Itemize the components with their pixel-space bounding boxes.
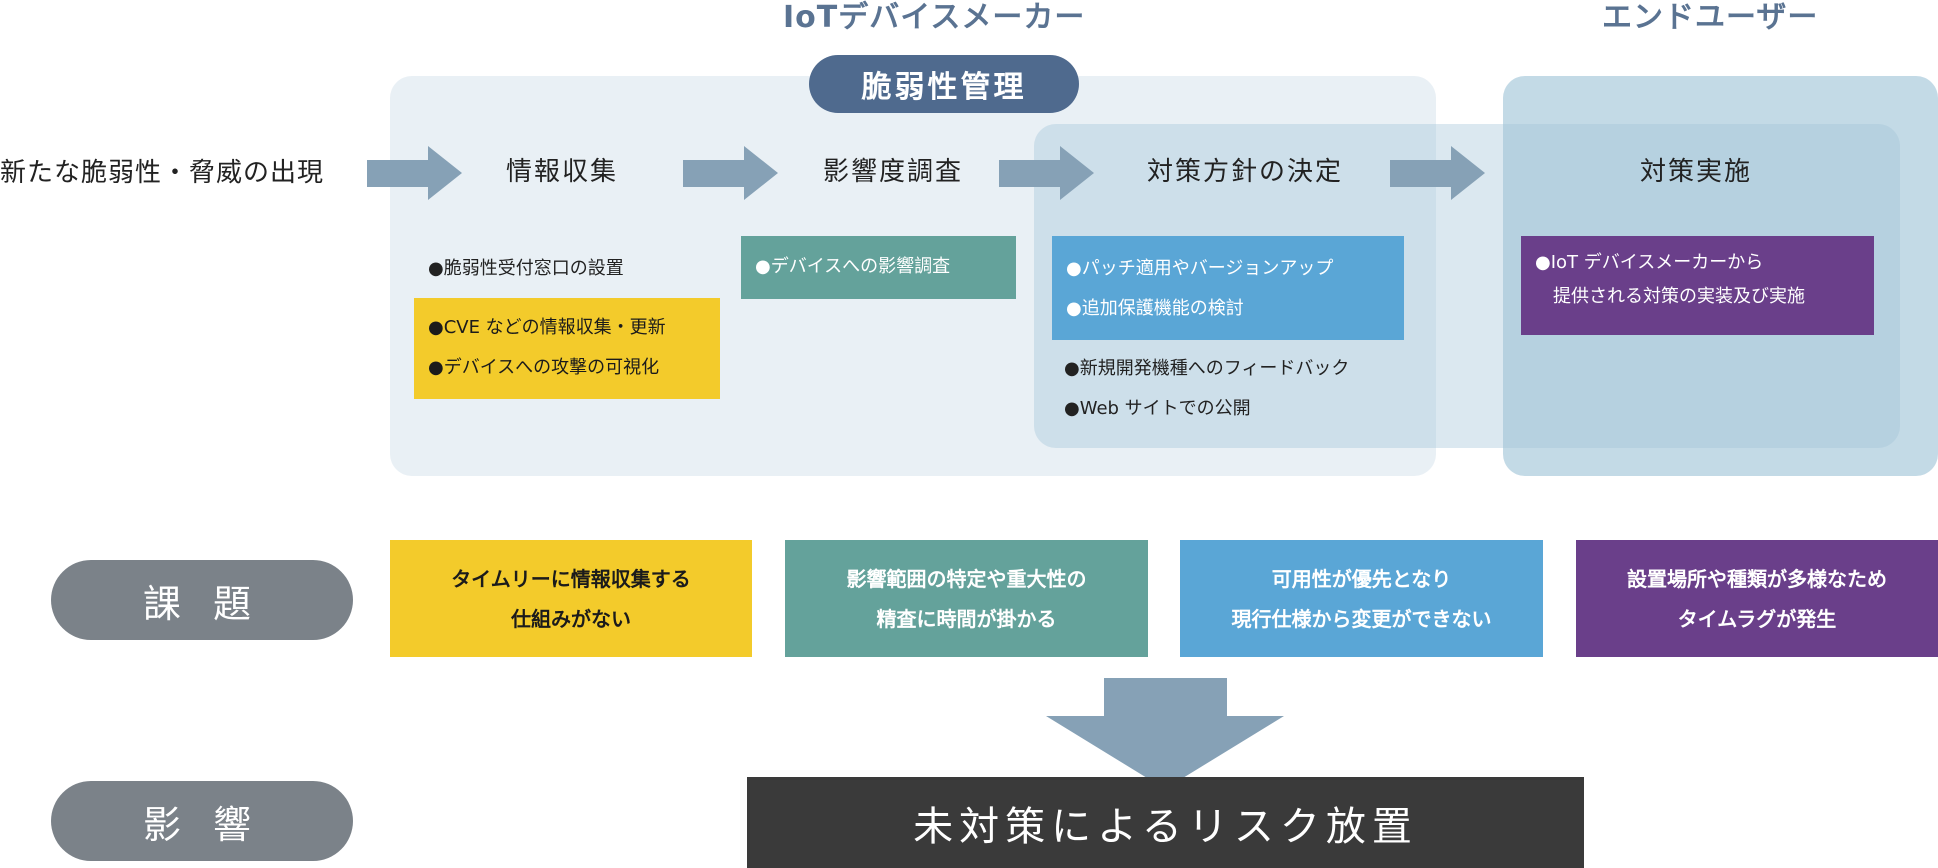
issue-line: タイムラグが発生 bbox=[1677, 606, 1837, 631]
collect-box-item: ●CVE などの情報収集・更新 bbox=[428, 317, 666, 338]
issue-line: 可用性が優先となり bbox=[1271, 566, 1452, 591]
impact-label: 影 響 bbox=[51, 781, 353, 861]
issue-line: 精査に時間が掛かる bbox=[876, 606, 1057, 631]
action-box-item: 提供される対策の実装及び実施 bbox=[1535, 286, 1805, 307]
trigger-text: 新たな脆弱性・脅威の出現 bbox=[0, 158, 325, 188]
step-collect: 情報収集 bbox=[505, 157, 618, 187]
issue-impact: 影響範囲の特定や重大性の 精査に時間が掛かる bbox=[785, 540, 1148, 657]
collect-box-item: ●デバイスへの攻撃の可視化 bbox=[428, 357, 660, 378]
policy-plain-item: ●Web サイトでの公開 bbox=[1064, 398, 1251, 419]
policy-plain-item: ●新規開発機種へのフィードバック bbox=[1064, 358, 1350, 379]
issue-line: 設置場所や種類が多様なため bbox=[1627, 566, 1887, 591]
vuln-management-badge: 脆弱性管理 bbox=[809, 55, 1079, 113]
step-impact: 影響度調査 bbox=[822, 157, 963, 187]
enduser-heading: エンドユーザー bbox=[1602, 0, 1819, 35]
issues-label: 課 題 bbox=[51, 560, 353, 640]
impact-box-item: ●デバイスへの影響調査 bbox=[755, 256, 951, 277]
issue-collect: タイムリーに情報収集する 仕組みがない bbox=[390, 540, 752, 657]
collect-plain-item: ●脆弱性受付窓口の設置 bbox=[428, 258, 624, 279]
issue-action: 設置場所や種類が多様なため タイムラグが発生 bbox=[1576, 540, 1938, 657]
issue-line: 現行仕様から変更ができない bbox=[1231, 606, 1492, 631]
result-banner: 未対策によるリスク放置 bbox=[747, 777, 1584, 868]
impact-box: ●デバイスへの影響調査 bbox=[741, 236, 1016, 299]
issue-line: 仕組みがない bbox=[511, 606, 631, 631]
down-arrow bbox=[1046, 678, 1284, 789]
step-action: 対策実施 bbox=[1639, 157, 1752, 187]
step-policy: 対策方針の決定 bbox=[1146, 157, 1343, 187]
policy-box: ●パッチ適用やバージョンアップ ●追加保護機能の検討 bbox=[1052, 236, 1404, 340]
issue-line: 影響範囲の特定や重大性の bbox=[846, 566, 1087, 591]
action-box-item: ●IoT デバイスメーカーから bbox=[1535, 252, 1764, 273]
maker-heading: IoTデバイスメーカー bbox=[783, 0, 1086, 35]
issue-policy: 可用性が優先となり 現行仕様から変更ができない bbox=[1180, 540, 1543, 657]
issue-line: タイムリーに情報収集する bbox=[451, 566, 691, 591]
collect-box: ●CVE などの情報収集・更新 ●デバイスへの攻撃の可視化 bbox=[414, 298, 720, 399]
policy-box-item: ●追加保護機能の検討 bbox=[1066, 298, 1244, 319]
policy-box-item: ●パッチ適用やバージョンアップ bbox=[1066, 258, 1334, 279]
action-box: ●IoT デバイスメーカーから 提供される対策の実装及び実施 bbox=[1521, 236, 1874, 335]
